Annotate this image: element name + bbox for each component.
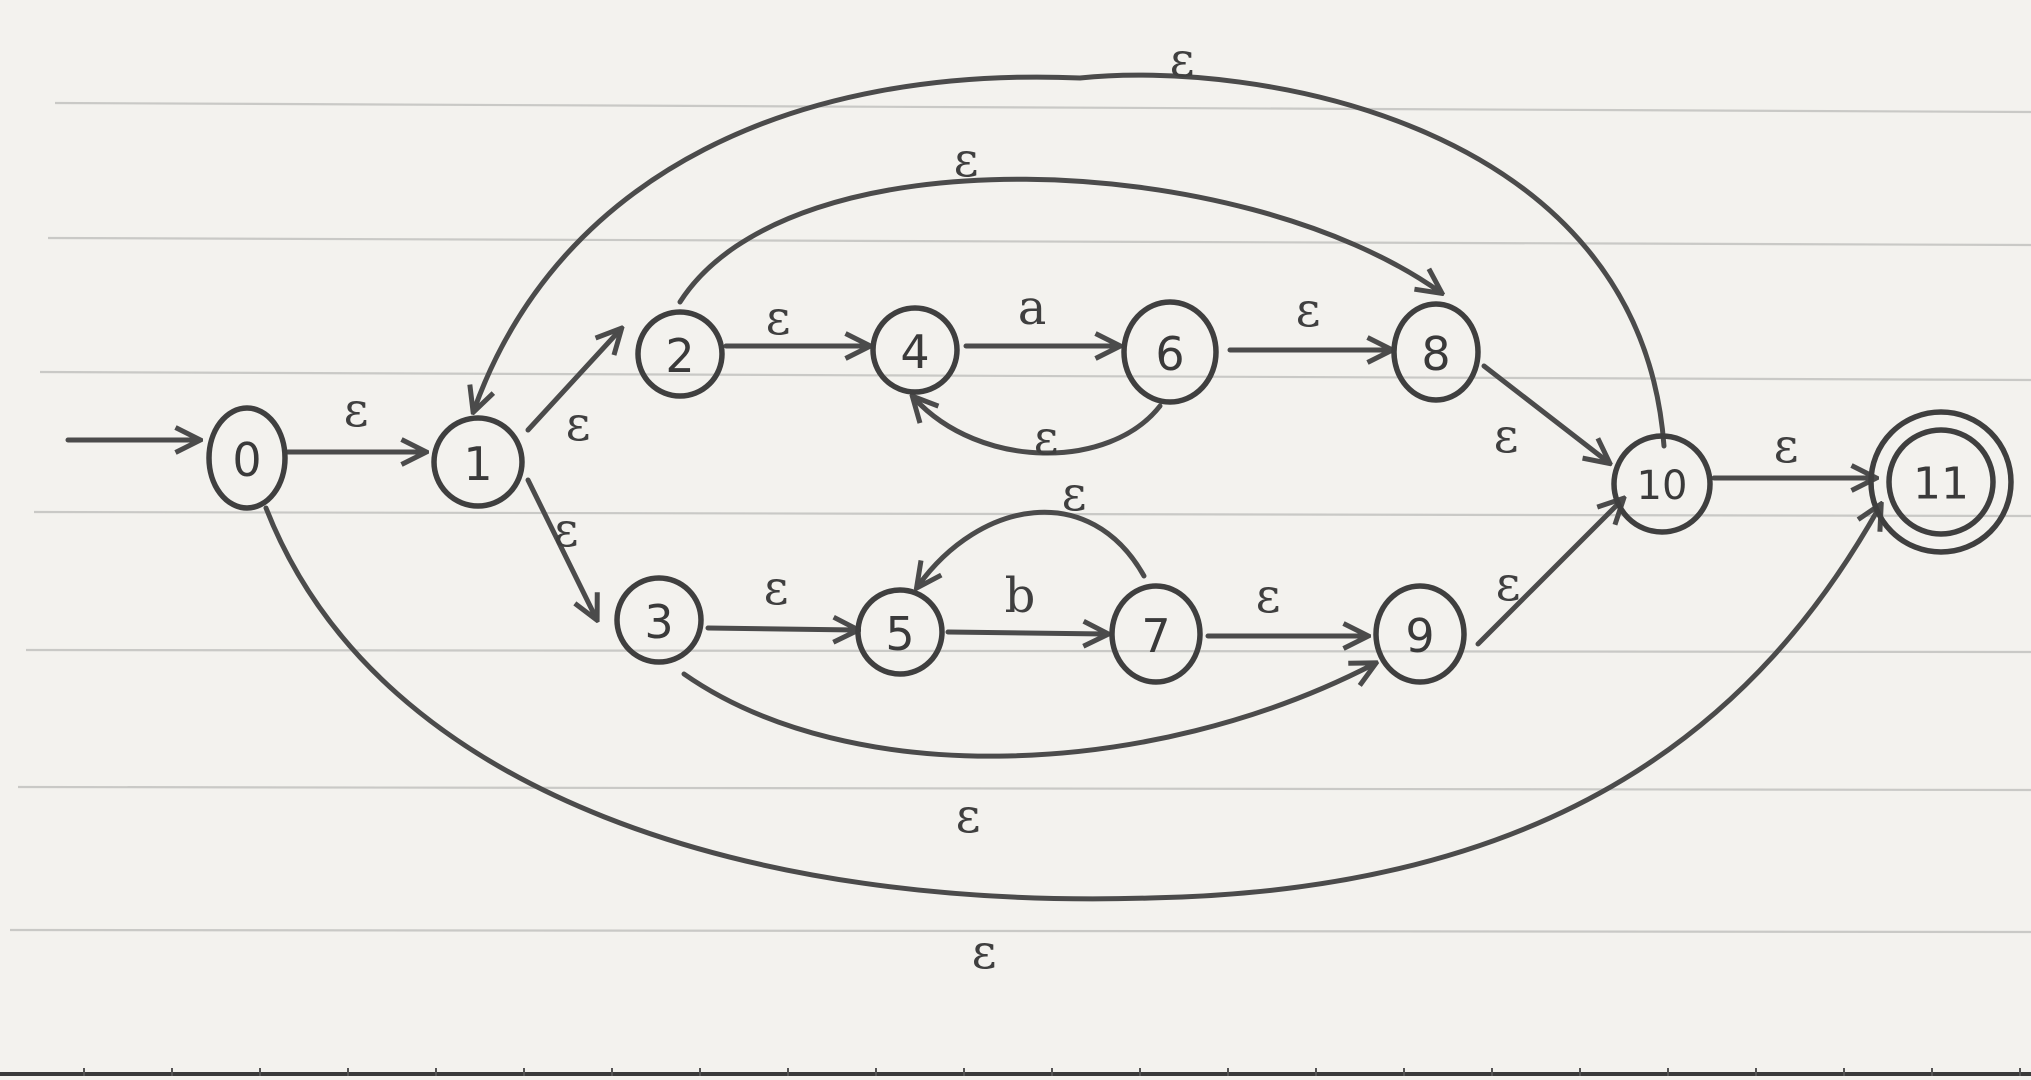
transitions — [263, 72, 1880, 902]
edge-label-9-10: ε — [1496, 556, 1521, 612]
state-9: 9 — [1373, 583, 1467, 685]
state-1: 1 — [431, 415, 525, 509]
state-0: 0 — [206, 405, 288, 511]
edge-label-7-9: ε — [1256, 568, 1281, 624]
state-2: 2 — [635, 309, 725, 399]
edge-label-6-8: ε — [1296, 282, 1321, 338]
state-7: 7 — [1109, 583, 1203, 685]
state-label-9: 9 — [1405, 609, 1434, 663]
edge-label-0-11: ε — [972, 924, 997, 980]
edge-label-7-5: ε — [1062, 466, 1087, 522]
state-4: 4 — [870, 305, 960, 395]
edge-1-2 — [525, 330, 620, 433]
state-10: 10 — [1611, 433, 1713, 535]
edge-2-8 — [677, 176, 1440, 305]
edge-label-10-1: ε — [1170, 32, 1195, 88]
state-label-4: 4 — [900, 325, 929, 379]
edge-label-1-2: ε — [566, 396, 591, 452]
state-label-5: 5 — [885, 607, 914, 661]
edge-label-6-4: ε — [1034, 410, 1059, 466]
state-11: 11 — [1868, 409, 2014, 555]
edge-5-7 — [945, 632, 1106, 634]
state-6: 6 — [1121, 299, 1219, 405]
edge-label-4-6: a — [1018, 280, 1047, 336]
edge-label-2-4: ε — [766, 290, 791, 346]
state-8: 8 — [1391, 301, 1481, 403]
notebook-rules — [0, 101, 2031, 1076]
state-label-7: 7 — [1141, 609, 1170, 663]
edge-label-5-7: b — [1005, 568, 1036, 624]
state-5: 5 — [855, 587, 945, 677]
state-label-10: 10 — [1637, 463, 1688, 509]
state-label-11: 11 — [1913, 459, 1969, 510]
state-label-6: 6 — [1155, 327, 1184, 381]
edge-0-11 — [263, 506, 1880, 902]
edge-8-10 — [1481, 363, 1608, 462]
edge-3-5 — [705, 628, 856, 630]
state-label-3: 3 — [644, 595, 673, 649]
edge-label-8-10: ε — [1494, 408, 1519, 464]
edge-label-3-9: ε — [956, 788, 981, 844]
state-3: 3 — [614, 575, 704, 665]
state-label-8: 8 — [1421, 327, 1450, 381]
state-label-2: 2 — [665, 329, 694, 383]
edge-10-1 — [474, 72, 1667, 449]
state-label-1: 1 — [463, 437, 492, 491]
edge-label-10-11: ε — [1774, 418, 1799, 474]
edge-label-1-3: ε — [554, 502, 579, 558]
edge-3-9 — [681, 664, 1374, 759]
state-label-0: 0 — [232, 433, 261, 487]
edge-labels: ε ε ε ε a ε ε ε ε ε b ε ε ε ε ε ε ε — [344, 32, 1799, 980]
bottom-ruler-ticks — [83, 1068, 2021, 1076]
edge-1-3 — [525, 477, 596, 618]
edge-label-2-8: ε — [954, 132, 979, 188]
edge-label-3-5: ε — [764, 560, 789, 616]
edge-7-5 — [918, 509, 1147, 586]
edge-6-4 — [914, 398, 1163, 456]
states: 0 1 2 3 4 5 6 7 — [206, 299, 2014, 685]
edge-label-0-1: ε — [344, 382, 369, 438]
edge-9-10 — [1475, 500, 1622, 647]
